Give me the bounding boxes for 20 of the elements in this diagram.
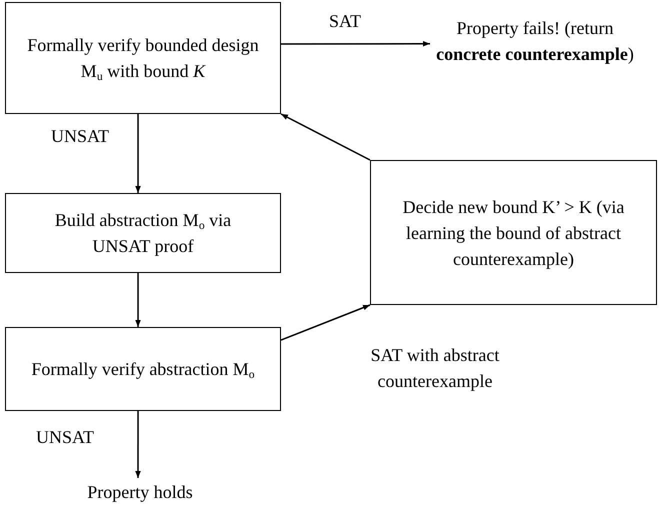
step-text: Formally verify bounded design M$_{u}$ with bound K bbox=[26, 34, 260, 84]
process-box bbox=[5, 2, 281, 114]
step-text: Formally verify abstraction M$_{o}$ bbox=[31, 358, 255, 382]
step-text: Build abstraction M$_{o}$ via UNSAT proof bbox=[54, 209, 232, 258]
edge-label: UNSAT bbox=[34, 426, 95, 449]
arrow bbox=[135, 114, 141, 193]
process-box bbox=[5, 193, 281, 273]
edge-label: SAT bbox=[328, 10, 362, 33]
edge-label: SAT with abstract counterexample bbox=[370, 344, 500, 393]
arrow bbox=[281, 40, 430, 47]
arrow bbox=[135, 411, 141, 478]
arrow bbox=[280, 113, 370, 161]
arrow bbox=[135, 273, 141, 327]
step-text: Decide new bound K’ > K (via learning the bound of abstract counterexample) bbox=[402, 196, 626, 271]
process-box bbox=[5, 327, 281, 411]
process-box bbox=[370, 160, 657, 305]
arrow bbox=[280, 304, 370, 341]
edge-label: UNSAT bbox=[50, 125, 110, 148]
outcome-text: Property fails! (return concrete counterexample) bbox=[435, 16, 635, 66]
outcome-text: Property holds bbox=[87, 481, 193, 504]
